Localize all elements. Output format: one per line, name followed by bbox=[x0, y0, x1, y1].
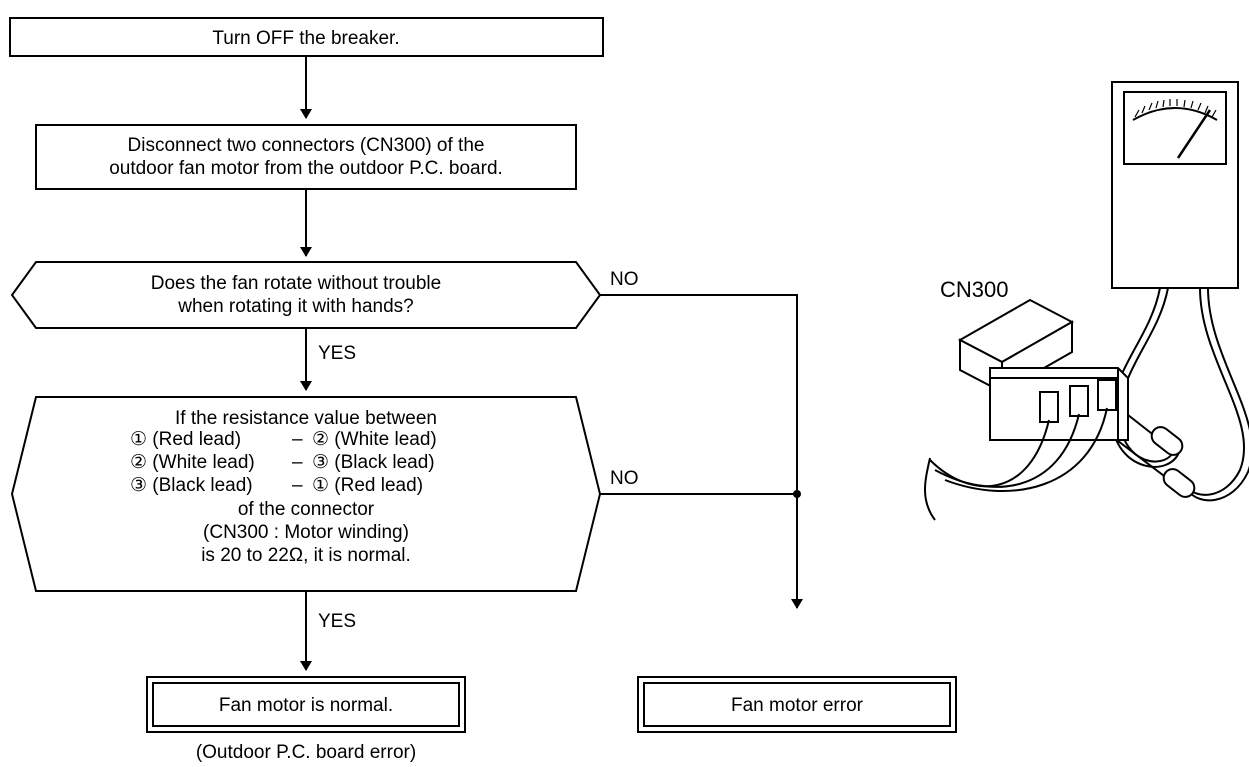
connector-label: CN300 bbox=[940, 277, 1008, 302]
arrow-decision1-no-to-error bbox=[600, 294, 803, 609]
decision2-no-label: NO bbox=[610, 468, 639, 489]
pair-2-dash: – bbox=[292, 452, 303, 473]
pair-2-second: ③ (Black lead) bbox=[312, 452, 435, 473]
step-turn-off-breaker: Turn OFF the breaker. bbox=[9, 17, 604, 57]
result-fan-motor-normal: Fan motor is normal. bbox=[146, 676, 466, 733]
step-disconnect-connectors: Disconnect two connectors (CN300) of the… bbox=[35, 124, 577, 190]
analog-ohmmeter-icon bbox=[1111, 81, 1239, 289]
connector-meter-illustration: CN300 bbox=[924, 81, 1249, 521]
three-pin-connector-icon bbox=[957, 298, 1129, 441]
pair-3-second: ① (Red lead) bbox=[312, 475, 423, 496]
pair-1-first: ① (Red lead) bbox=[130, 429, 241, 450]
result-error-text: Fan motor error bbox=[731, 695, 864, 716]
decision-resistance-check: If the resistance value between ① (Red l… bbox=[10, 396, 602, 592]
decision1-no-label: NO bbox=[610, 269, 639, 290]
resistance-tail-3: is 20 to 22Ω, it is normal. bbox=[201, 545, 411, 566]
pair-1-dash: – bbox=[292, 429, 303, 450]
step-disconnect-line-1: Disconnect two connectors (CN300) of the bbox=[128, 135, 485, 156]
resistance-tail-1: of the connector bbox=[238, 499, 375, 520]
result-normal-note: (Outdoor P.C. board error) bbox=[196, 742, 416, 763]
resistance-tail-2: (CN300 : Motor winding) bbox=[203, 522, 409, 543]
decision-fan-rotates: Does the fan rotate without trouble when… bbox=[10, 261, 602, 329]
pair-3-dash: – bbox=[292, 475, 303, 496]
step-disconnect-line-2: outdoor fan motor from the outdoor P.C. … bbox=[109, 158, 503, 179]
decision2-yes-label: YES bbox=[318, 611, 356, 632]
resistance-intro: If the resistance value between bbox=[175, 408, 437, 429]
decision-fan-rotates-line-2: when rotating it with hands? bbox=[177, 296, 414, 317]
decision1-yes-label: YES bbox=[318, 343, 356, 364]
result-fan-motor-error: Fan motor error bbox=[637, 676, 957, 733]
pair-3-first: ③ (Black lead) bbox=[130, 475, 253, 496]
junction-dot bbox=[793, 490, 801, 498]
decision-fan-rotates-line-1: Does the fan rotate without trouble bbox=[151, 273, 441, 294]
pair-2-first: ② (White lead) bbox=[130, 452, 255, 473]
pair-1-second: ② (White lead) bbox=[312, 429, 437, 450]
step-turn-off-breaker-text: Turn OFF the breaker. bbox=[212, 28, 399, 49]
result-normal-text: Fan motor is normal. bbox=[219, 695, 393, 716]
